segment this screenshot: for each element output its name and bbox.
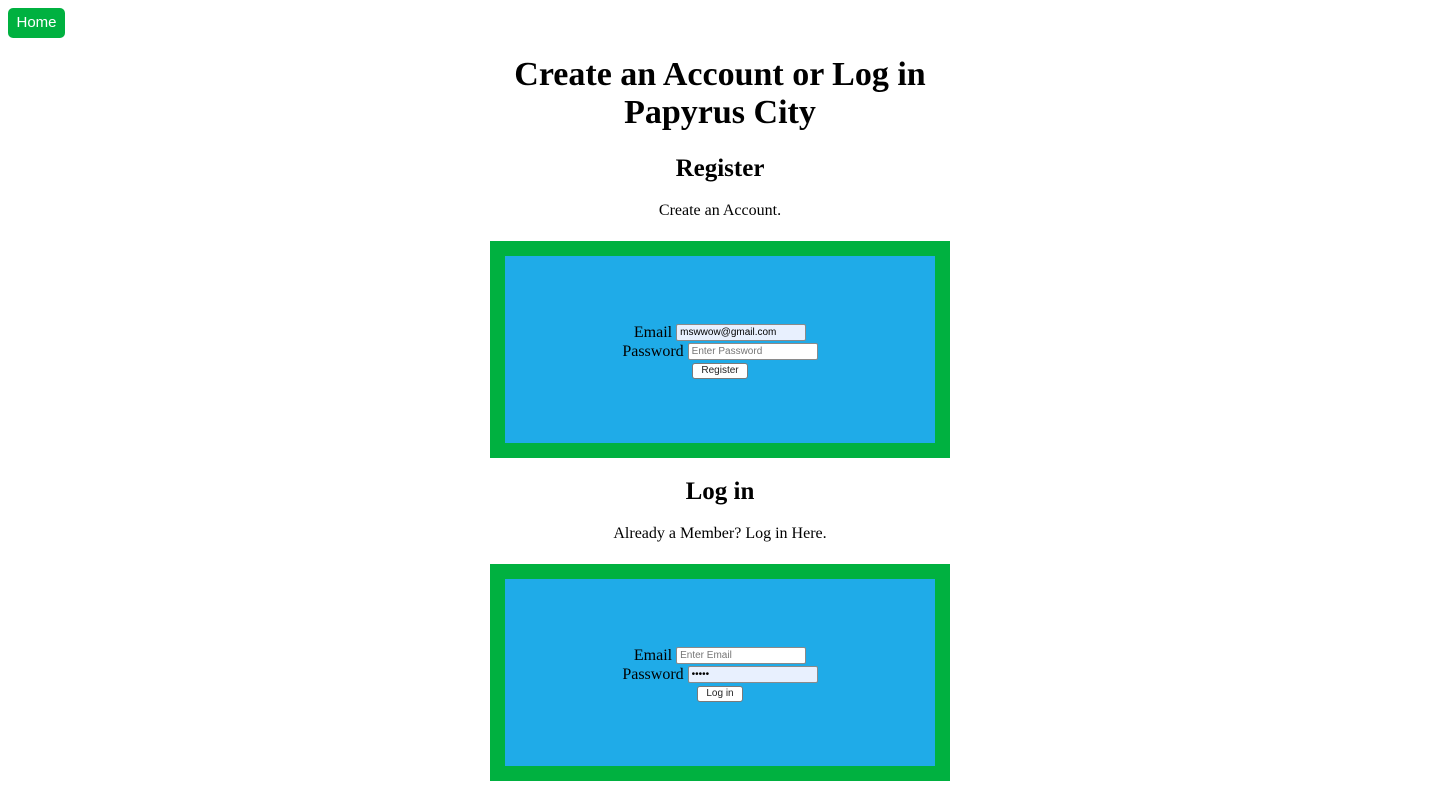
home-button[interactable]: Home [8,8,65,38]
page-title: Create an Account or Log in Papyrus City [0,56,1440,132]
login-email-input[interactable] [676,646,807,664]
register-email-input[interactable] [676,323,807,341]
login-password-row: Password [505,664,935,683]
register-button-row: Register [505,361,935,380]
page-title-line-1: Create an Account or Log in [514,56,926,93]
login-password-label: Password [622,665,684,683]
register-password-row: Password [505,341,935,360]
register-email-label: Email [633,323,673,341]
login-password-input[interactable] [687,665,818,683]
login-description: Already a Member? Log in Here. [613,525,827,542]
register-password-label: Password [622,342,684,360]
register-form-box: Email Password Register [490,241,950,458]
login-button-row: Log in [505,684,935,703]
login-submit-button[interactable]: Log in [697,686,743,703]
login-email-row: Email [505,645,935,664]
login-form: Email Password Log in [505,645,935,703]
register-heading: Register [675,155,765,182]
register-password-input[interactable] [687,342,818,360]
register-submit-button[interactable]: Register [692,363,748,380]
login-email-label: Email [633,646,673,664]
login-form-box: Email Password Log in [490,564,950,781]
register-form-panel: Email Password Register [505,256,935,443]
register-description: Create an Account. [658,202,782,219]
page-title-line-2: Papyrus City [624,94,816,131]
login-heading: Log in [685,478,755,505]
register-email-row: Email [505,322,935,341]
login-form-panel: Email Password Log in [505,579,935,766]
register-form: Email Password Register [505,322,935,380]
